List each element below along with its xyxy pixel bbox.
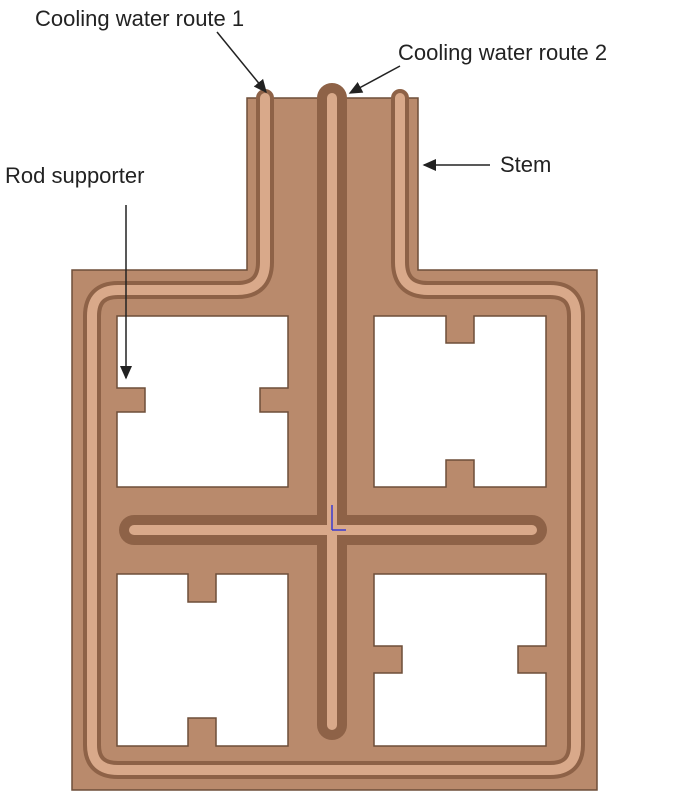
- window-bottom-right: [373, 573, 547, 747]
- axis-marker-icon: [331, 505, 346, 531]
- window-bottom-left: [116, 573, 289, 747]
- cooling-route-1-channel: [83, 89, 585, 779]
- label-cooling-route-1: Cooling water route 1: [35, 6, 244, 31]
- label-rod-supporter: Rod supporter: [5, 163, 144, 188]
- label-stem: Stem: [500, 152, 551, 177]
- arrow-cooling-route-1: [216, 31, 267, 94]
- grid-windows: [116, 315, 547, 747]
- label-cooling-route-2: Cooling water route 2: [398, 40, 607, 65]
- window-top-left: [116, 315, 289, 488]
- arrow-cooling-route-2: [348, 65, 401, 94]
- window-top-right: [373, 315, 547, 488]
